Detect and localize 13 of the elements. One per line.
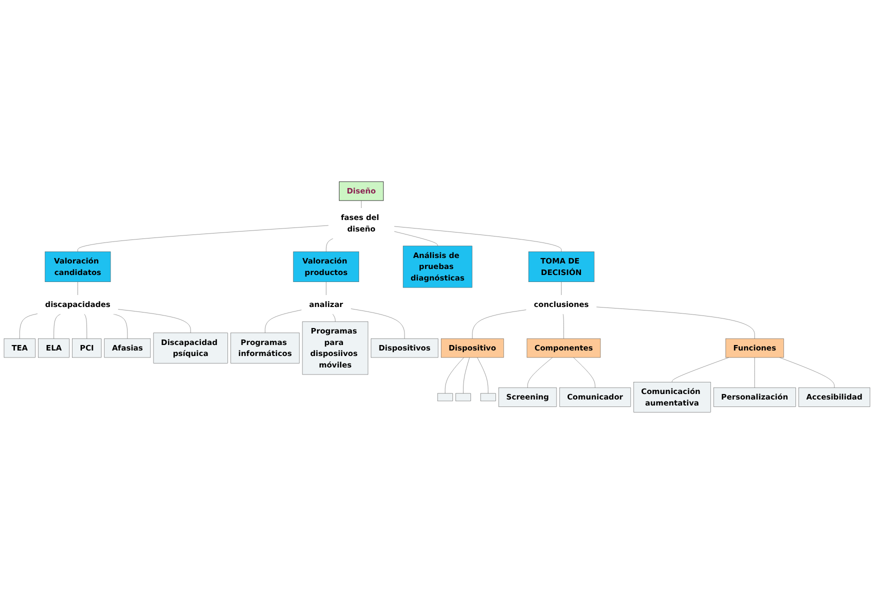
- connector: [118, 309, 191, 334]
- connector: [477, 357, 488, 394]
- connector: [463, 357, 470, 394]
- node-box: [456, 393, 471, 402]
- connector: [672, 357, 729, 382]
- node-box: [480, 393, 496, 402]
- connector: [573, 357, 596, 388]
- connector: [528, 357, 553, 388]
- connector: [779, 357, 834, 388]
- connector: [445, 357, 464, 394]
- connector: [361, 200, 362, 208]
- connector: [754, 357, 755, 388]
- node-box: [437, 393, 453, 402]
